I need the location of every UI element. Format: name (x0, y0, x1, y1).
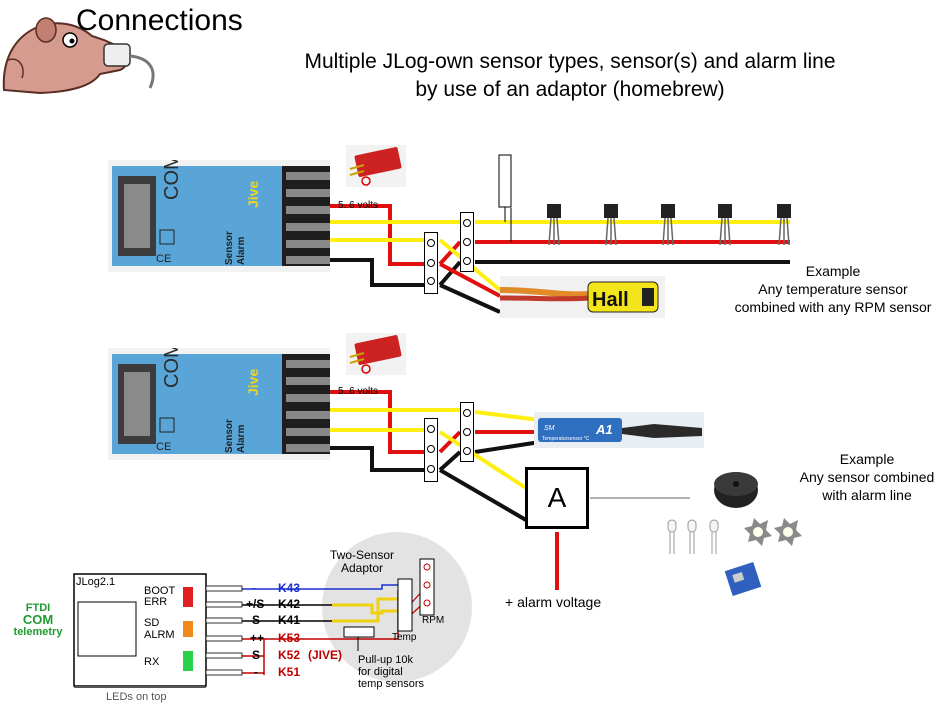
pullup-line3: temp sensors (358, 678, 425, 690)
temp-sensors (547, 204, 791, 246)
pin-k42: K42 (278, 597, 301, 611)
alarm-label-top: Alarm (236, 237, 247, 265)
alarm-devices (667, 472, 802, 596)
bottom-wires (328, 390, 690, 590)
ce-label-bottom: CE (156, 441, 171, 453)
voltage-label-top: 5..6 volts (338, 200, 379, 211)
subtitle-line-2: by use of an adaptor (homebrew) (415, 78, 725, 101)
page-subtitle: Multiple JLog-own sensor types, sensor(s… (240, 48, 900, 104)
star-led-icons (744, 518, 802, 546)
a1-temperature-sensor: SM A1 Temperatursensor °C (534, 412, 704, 448)
a1-caption: Temperatursensor °C (542, 436, 590, 442)
com-label-bottom: COM (161, 348, 183, 388)
adaptor-connector-top-a (424, 232, 438, 294)
alrm-label: ALRM (144, 629, 175, 641)
ce-label-top: CE (156, 253, 171, 265)
subtitle-line-1: Multiple JLog-own sensor types, sensor(s… (304, 50, 836, 73)
com-label: COM (22, 612, 54, 627)
pin-sign-k53: ++ (250, 631, 265, 645)
example-line1-bottom: Any sensor combined (799, 469, 935, 485)
pin-sign-k42: +/S (246, 597, 265, 611)
alarm-adaptor-box: A (525, 467, 589, 529)
adaptor-title: Two-Sensor Adaptor (330, 549, 394, 575)
com-label-top: COM (161, 160, 183, 200)
ftdi-label: FTDI (25, 602, 51, 614)
page-title: Connections (76, 4, 243, 37)
jive-label-bottom: Jive (245, 369, 261, 396)
alarm-box-label: A (547, 482, 567, 513)
pin-k41: K41 (278, 613, 301, 627)
led-icons (667, 519, 719, 554)
jive-note: (JIVE) (308, 648, 343, 662)
pin-k43: K43 (278, 581, 301, 595)
alarm-voltage-label: + alarm voltage (505, 594, 602, 610)
wireless-module-icon (724, 562, 762, 596)
sensor-label-top: Sensor (224, 231, 235, 265)
alrm-led (183, 621, 193, 637)
top-wires (328, 154, 790, 314)
schematic-drawing (73, 532, 472, 688)
adaptor-connector-top-b (460, 212, 474, 272)
telemetry-label: telemetry (13, 626, 63, 638)
mascot-logo (2, 17, 155, 95)
device-label: JLog2.1 (76, 576, 116, 588)
example-note-top: Example Any temperature sensor combined … (718, 262, 947, 316)
adaptor-connector-bottom-a (424, 418, 438, 482)
schematic-panel: JLog2.1 FTDI COM telemetry BOOT ERR SD A… (2, 519, 476, 709)
servo-connector-icon-top (346, 145, 406, 187)
pin-k52: K52 (278, 648, 301, 662)
pin-sign-k43: - (252, 581, 256, 595)
adaptor-connector-bottom-b (460, 402, 474, 462)
rpm-label: RPM (422, 615, 445, 626)
ftdi-com-block: FTDI COM telemetry (2, 602, 74, 638)
buzzer-icon (714, 472, 758, 508)
example-title-bottom: Example (839, 451, 895, 467)
jive-label-top: Jive (245, 181, 261, 208)
pin-sign-k51: - (254, 665, 258, 679)
example-line1-top: Any temperature sensor (758, 281, 908, 297)
pin-sign-k52: S (252, 648, 261, 662)
jlog-module-bottom: COM CE Sensor Alarm Jive (108, 348, 330, 460)
sensor-label-bottom: Sensor (224, 419, 235, 453)
adaptor-title-line1: Two-Sensor (330, 548, 395, 562)
voltage-label-bottom: 5..6 volts (338, 386, 379, 397)
rx-label: RX (144, 656, 160, 668)
example-note-bottom: Example Any sensor combined with alarm l… (786, 450, 947, 504)
hall-sensor: Hall (500, 276, 665, 318)
a1-brand: SM (544, 425, 555, 432)
sd-label: SD (144, 617, 160, 629)
pullup-line2: for digital (358, 666, 403, 678)
jlog-module-top: COM CE Sensor Alarm Jive (108, 160, 330, 272)
pullup-line1: Pull-up 10k (358, 654, 414, 666)
err-led (183, 587, 193, 607)
example-title-top: Example (805, 263, 861, 279)
alarm-label-bottom: Alarm (236, 425, 247, 453)
rx-led (183, 651, 193, 671)
example-line2-top: combined with any RPM sensor (734, 299, 932, 315)
pullup-note: Pull-up 10k for digital temp sensors (358, 654, 424, 690)
pin-k53: K53 (278, 631, 301, 645)
pin-sign-k41: S (252, 613, 261, 627)
err-label: ERR (144, 596, 168, 608)
example-line2-bottom: with alarm line (822, 487, 912, 503)
hall-label: Hall (592, 289, 629, 311)
pin-k51: K51 (278, 665, 301, 679)
leds-label: LEDs on top (106, 691, 167, 703)
a1-model: A1 (595, 422, 613, 437)
boot-label: BOOT (144, 585, 176, 597)
temp-label: Temp (392, 632, 417, 643)
servo-connector-icon-bottom (346, 333, 406, 375)
adaptor-title-line2: Adaptor (341, 561, 384, 575)
